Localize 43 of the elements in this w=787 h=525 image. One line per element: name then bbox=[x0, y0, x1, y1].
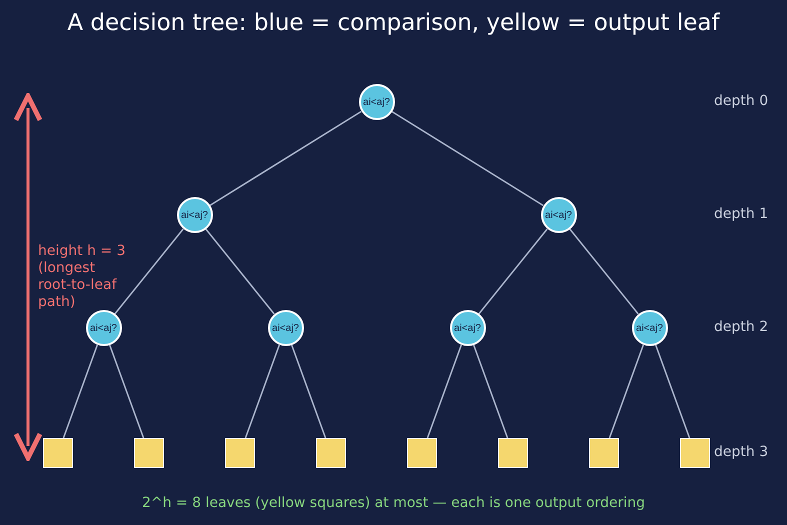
comparison-node bbox=[358, 84, 394, 120]
leaf-square bbox=[43, 438, 73, 468]
height-label: height h = 3 (longest root-to-leaf path) bbox=[38, 243, 126, 311]
depth-label: depth 0 bbox=[714, 93, 768, 109]
leaf-square bbox=[316, 438, 346, 468]
leaf-square bbox=[589, 438, 619, 468]
tree-branch bbox=[654, 344, 690, 438]
title: A decision tree: blue = comparison, yellow = output leaf bbox=[66, 10, 721, 36]
depth-label: depth 1 bbox=[714, 206, 768, 222]
tree-branch bbox=[205, 228, 275, 314]
comparison-text: ai<aj? bbox=[272, 322, 299, 334]
comparison-node bbox=[268, 310, 304, 346]
tree-branch bbox=[426, 344, 462, 438]
depth-label: depth 3 bbox=[714, 444, 768, 460]
comparison-text: ai<aj? bbox=[454, 322, 481, 334]
comparison-node bbox=[450, 310, 486, 346]
tree-branch bbox=[114, 228, 184, 314]
comparison-text: ai<aj? bbox=[363, 96, 390, 108]
tree-branch bbox=[62, 344, 98, 438]
tree-branch bbox=[290, 344, 326, 438]
comparison-node bbox=[176, 197, 212, 233]
tree-branch bbox=[244, 344, 280, 438]
depth-label: depth 2 bbox=[714, 319, 768, 335]
tree-branch bbox=[478, 228, 548, 314]
caption: 2^h = 8 leaves (yellow squares) at most — each is one output ordering bbox=[140, 495, 646, 511]
comparison-node bbox=[86, 310, 122, 346]
leaf-square bbox=[225, 438, 255, 468]
tree-branch bbox=[569, 228, 639, 314]
leaf-square bbox=[407, 438, 437, 468]
leaf-square bbox=[680, 438, 710, 468]
comparison-text: ai<aj? bbox=[545, 210, 572, 220]
comparison-text: ai<aj? bbox=[636, 322, 663, 334]
comparison-node bbox=[540, 197, 576, 233]
tree-branch bbox=[108, 344, 144, 438]
comparison-text: ai<aj? bbox=[90, 322, 117, 334]
leaf-square bbox=[134, 438, 164, 468]
leaf-square bbox=[498, 438, 528, 468]
comparison-node bbox=[632, 310, 668, 346]
tree-branch bbox=[391, 110, 544, 206]
tree-branch bbox=[608, 344, 644, 438]
tree-branch bbox=[472, 344, 508, 438]
tree-branch bbox=[209, 110, 362, 206]
comparison-text: ai<aj? bbox=[181, 210, 208, 220]
